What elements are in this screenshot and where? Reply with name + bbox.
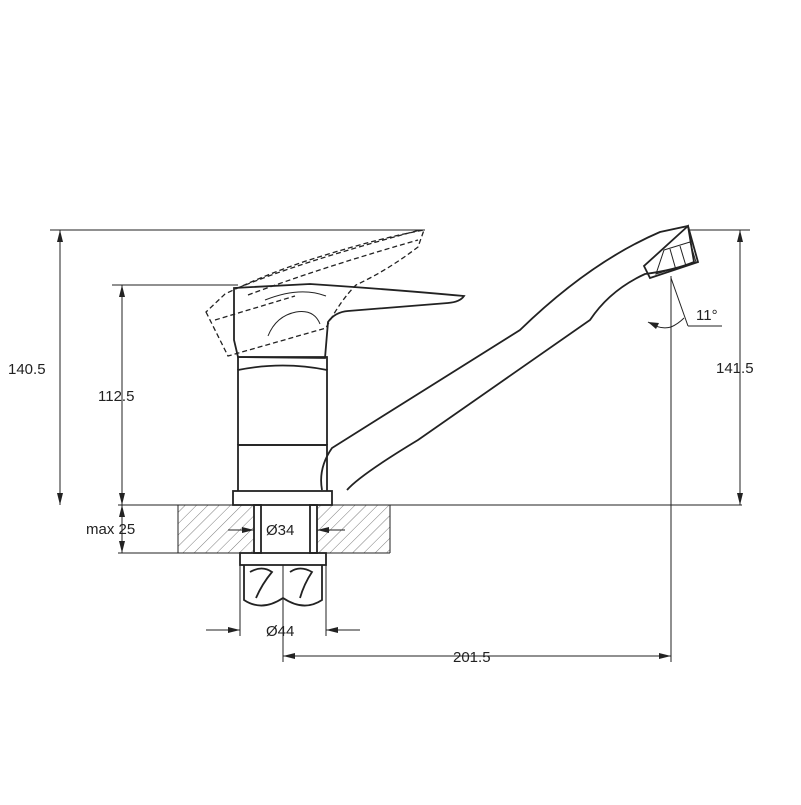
aerator-rib-1	[669, 248, 677, 271]
nut-washer	[239, 552, 327, 566]
spout-height-label: 141.5	[716, 360, 754, 377]
shank-right	[309, 504, 318, 554]
shank-diameter-label: Ø34	[266, 522, 294, 539]
base-ring	[232, 490, 333, 506]
body-upper	[237, 364, 328, 445]
lever-open-outline	[205, 229, 425, 357]
dimension-aerator-angle: 11°	[647, 277, 722, 329]
countertop	[118, 504, 742, 554]
spout-tube	[320, 224, 696, 491]
nut-diameter-label: Ø44	[266, 623, 294, 640]
dimension-lever-height: 140.5	[8, 229, 425, 505]
lever-handle	[233, 283, 466, 359]
mounting-hardware	[239, 504, 327, 607]
lever-open-line-2	[247, 239, 419, 296]
dimension-nut-diameter: Ø44	[206, 565, 360, 640]
lever-open-line-1	[237, 229, 421, 289]
countertop-right-hatch	[317, 505, 390, 553]
dimension-shank-diameter: Ø34	[228, 522, 345, 539]
aerator-outer	[642, 224, 700, 280]
body-height-label: 112.5	[98, 388, 134, 405]
tap-body	[232, 356, 333, 506]
dimension-spout-reach: 201.5	[282, 276, 672, 666]
counter-thickness-label: max 25	[86, 521, 135, 538]
lever-height-label: 140.5	[8, 361, 46, 378]
aerator-inner	[655, 241, 697, 275]
lever-open	[205, 229, 425, 357]
lever-detail	[264, 291, 327, 337]
aerator-rib-2	[679, 245, 687, 267]
shank-left	[253, 504, 262, 554]
dimension-counter-thickness: max 25	[86, 505, 135, 553]
lever-closed	[233, 283, 466, 359]
spout-reach-label: 201.5	[453, 649, 491, 666]
aerator-angle-label: 11°	[696, 307, 718, 324]
nut-wings	[249, 567, 314, 599]
spout	[320, 224, 700, 491]
dimension-spout-height: 141.5	[690, 229, 754, 505]
lever-open-line-3	[214, 295, 296, 321]
countertop-left-hatch	[178, 505, 254, 553]
dimension-body-height: 112.5	[98, 284, 238, 505]
body-lower	[237, 444, 328, 491]
